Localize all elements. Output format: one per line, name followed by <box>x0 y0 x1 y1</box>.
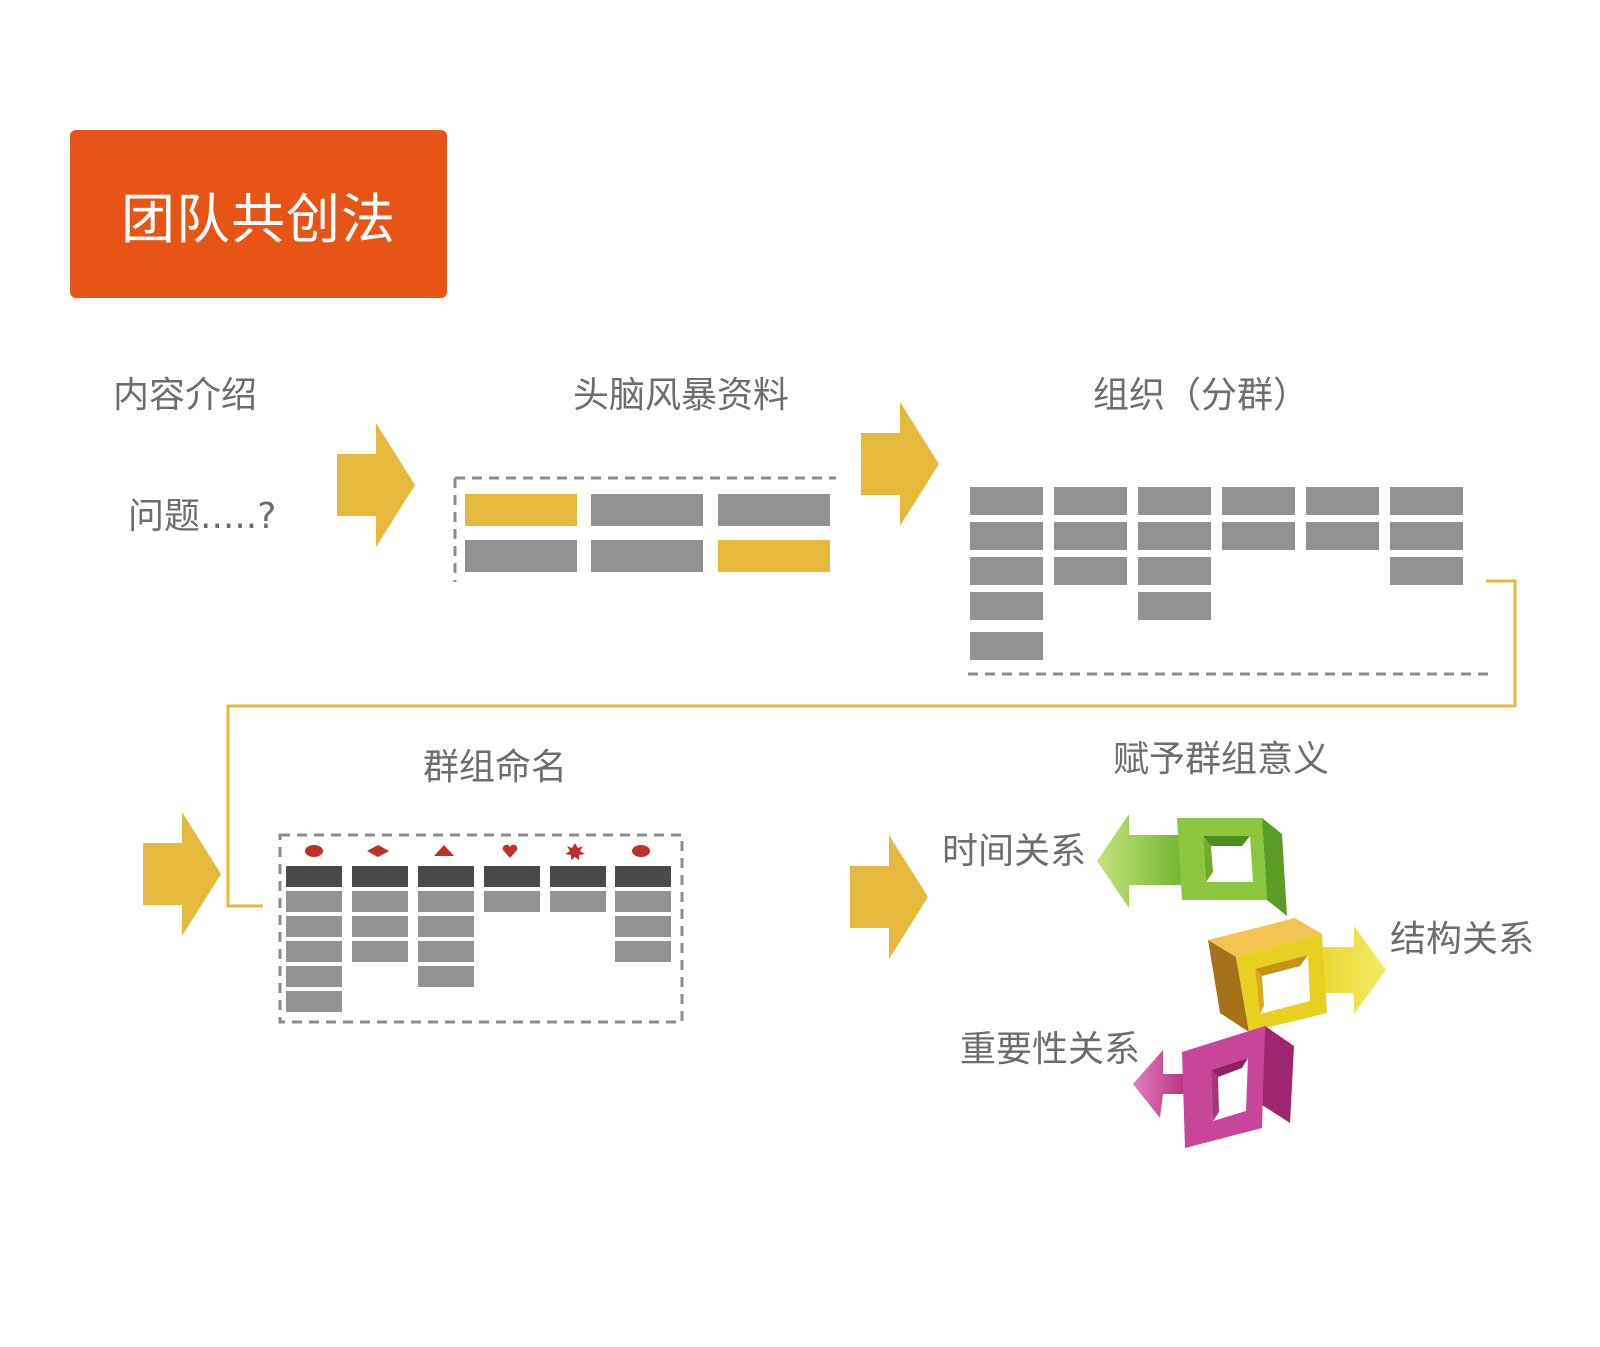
idea-card <box>591 540 703 572</box>
idea-card <box>465 540 577 572</box>
idea-card <box>718 494 830 526</box>
organized-cards <box>970 487 1463 660</box>
naming-headers <box>286 866 671 887</box>
page-title: 团队共创法 <box>121 187 396 251</box>
step-intro-label: 内容介绍 <box>113 375 258 416</box>
step-brainstorm-label: 头脑风暴资料 <box>573 375 790 416</box>
brainstorm-cards <box>465 494 830 572</box>
flow-arrow-icon <box>337 423 415 547</box>
diamond-icon <box>367 845 389 857</box>
structure-relation-cube-icon <box>1208 918 1386 1032</box>
flow-arrow-icon <box>850 835 928 959</box>
star-icon <box>565 843 585 860</box>
step-question-label: 问题.....? <box>128 496 277 537</box>
flow-arrow-icon <box>861 402 939 526</box>
step-meaning-label: 赋予群组意义 <box>1113 739 1330 780</box>
ellipse-icon <box>632 845 650 857</box>
relation-importance-label: 重要性关系 <box>960 1029 1141 1070</box>
importance-relation-cube-icon <box>1133 1026 1294 1148</box>
idea-card-highlight <box>718 540 830 572</box>
time-relation-cube-icon <box>1097 814 1287 916</box>
relation-time-label: 时间关系 <box>942 831 1087 872</box>
idea-card <box>591 494 703 526</box>
step-organize-label: 组织（分群） <box>1093 375 1310 416</box>
idea-card-highlight <box>465 494 577 526</box>
naming-symbols <box>305 843 650 860</box>
flow-arrow-icon <box>143 812 221 936</box>
title-banner: 团队共创法 <box>70 130 447 298</box>
ellipse-icon <box>305 845 323 857</box>
naming-cards <box>286 891 671 1012</box>
flow-connector <box>226 579 1517 908</box>
relation-structure-label: 结构关系 <box>1390 919 1535 960</box>
step-naming-label: 群组命名 <box>423 747 568 788</box>
triangle-icon <box>434 845 454 856</box>
brainstorm-frame <box>453 476 836 582</box>
heart-icon <box>502 844 518 858</box>
naming-frame <box>278 833 684 1024</box>
